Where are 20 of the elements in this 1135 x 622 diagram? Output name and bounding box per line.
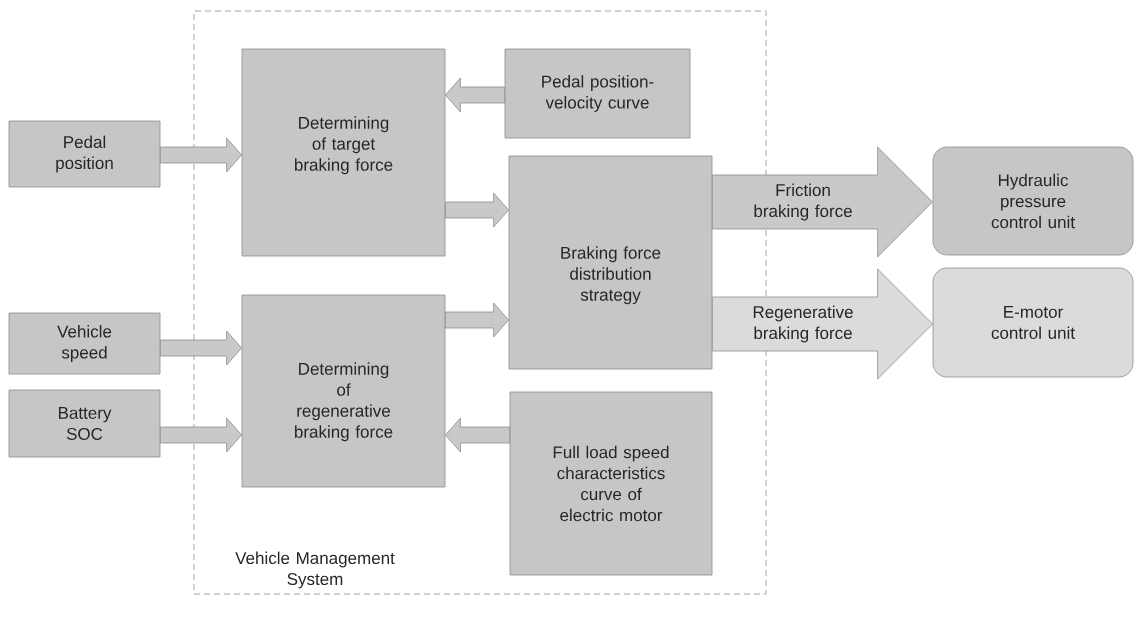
block-arrow (160, 417, 242, 453)
process-box: Determining of regenerative braking force (241, 294, 446, 488)
block-arrow (160, 137, 242, 173)
rounded-box: Hydraulic pressure control unit (932, 146, 1134, 256)
process-box: Pedal position (8, 120, 161, 188)
process-box: Braking force distribution strategy (508, 155, 713, 370)
edge-label: Friction braking force (742, 182, 864, 222)
block-arrow (445, 192, 509, 228)
process-box: Determining of target braking force (241, 48, 446, 257)
block-arrow (160, 330, 242, 366)
process-box: Vehicle speed (8, 312, 161, 375)
block-arrow (445, 302, 509, 338)
process-box: Battery SOC (8, 389, 161, 458)
process-box: Pedal position-velocity curve (504, 48, 691, 139)
block-arrow (445, 77, 505, 113)
rounded-box: E-motor control unit (932, 267, 1134, 378)
process-box: Full load speed characteristics curve of electric motor (509, 391, 713, 576)
block-arrow (445, 417, 510, 453)
boundary-label: Vehicle Management System (235, 551, 395, 589)
edge-label: Regenerative braking force (742, 304, 864, 344)
